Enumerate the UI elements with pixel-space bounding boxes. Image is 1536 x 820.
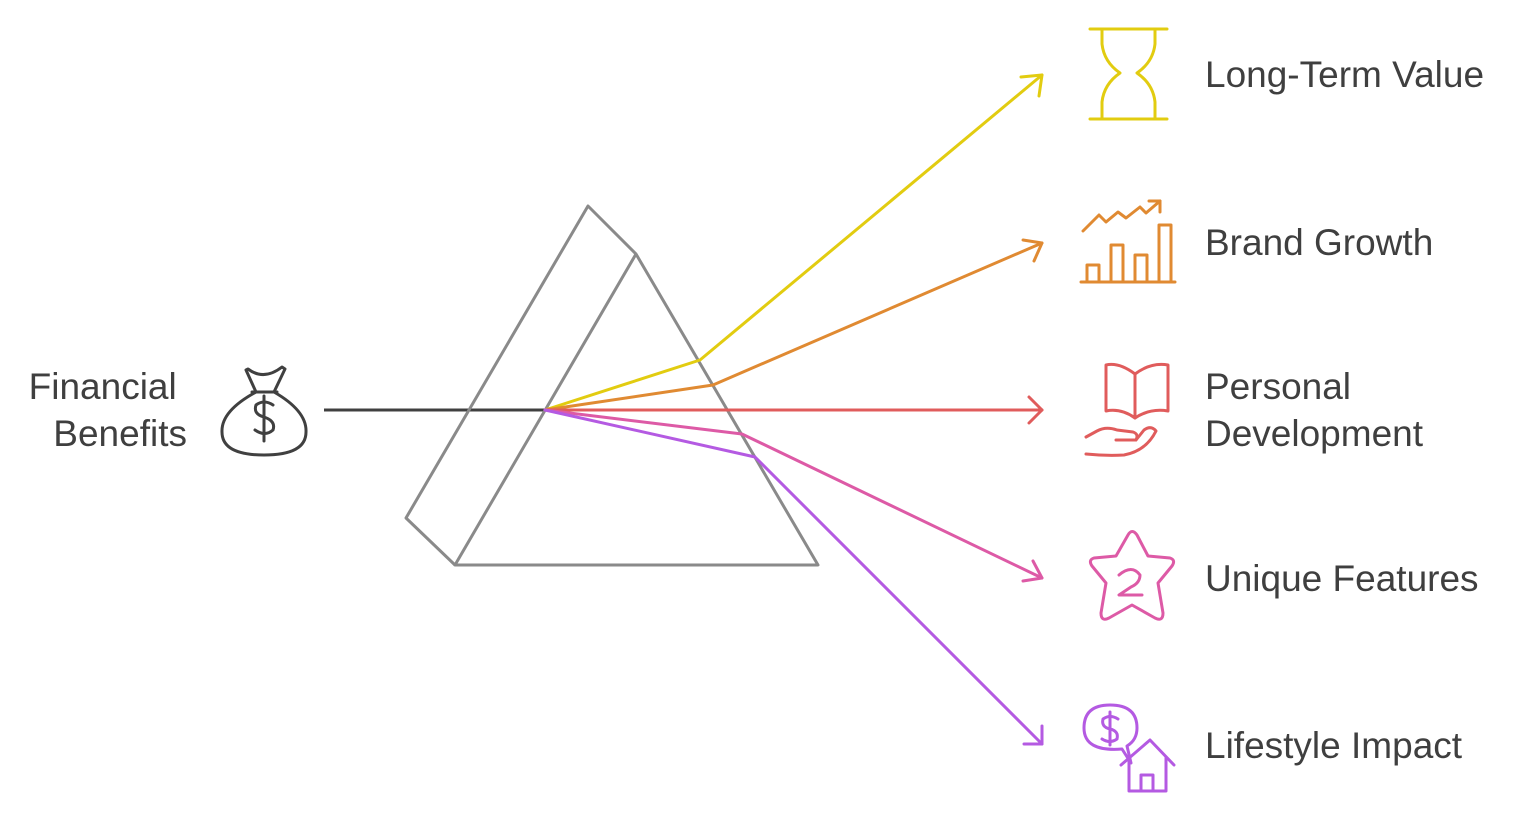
beam-personal-development <box>543 395 1044 425</box>
label-long-term-value: Long-Term Value <box>1205 54 1484 95</box>
output-beams <box>543 73 1044 746</box>
beam-long-term-value <box>543 73 1044 412</box>
label-unique-features: Unique Features <box>1205 558 1479 599</box>
source-label: Financial Benefits <box>29 366 187 454</box>
label-personal-development: Personal Development <box>1205 366 1424 454</box>
growth-chart-icon <box>1079 199 1177 284</box>
hourglass-icon <box>1088 27 1169 121</box>
beam-unique-features <box>543 408 1044 583</box>
label-brand-growth: Brand Growth <box>1205 222 1433 263</box>
star-number-icon <box>1088 530 1176 621</box>
money-bag-icon <box>220 365 308 457</box>
label-lifestyle-impact: Lifestyle Impact <box>1205 725 1463 766</box>
beam-lifestyle-impact <box>543 408 1044 746</box>
prism <box>404 204 820 567</box>
money-house-icon <box>1082 703 1176 793</box>
beam-brand-growth <box>543 238 1044 412</box>
book-in-hand-icon <box>1084 362 1170 457</box>
